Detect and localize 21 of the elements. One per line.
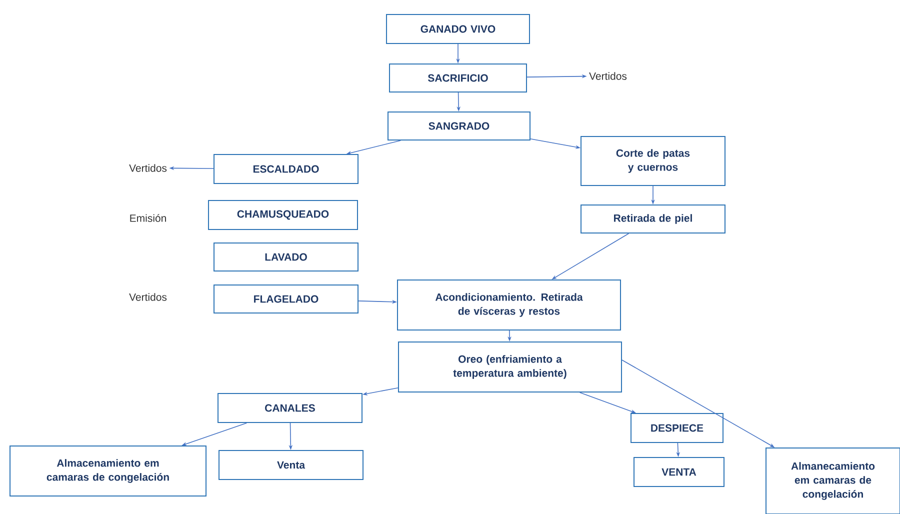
process-box: Corte de patas y cuernos [580,136,726,186]
process-box: DESPIECE [630,413,724,443]
process-box: CANALES [218,393,362,423]
process-box: CHAMUSQUEADO [208,200,358,230]
output-label: Vertidos [589,72,627,80]
process-box: SACRIFICIO [389,64,527,92]
process-box: Oreo (enfriamiento a temperatura ambiente) [398,342,622,392]
side-label: Vertidos [129,293,167,301]
process-box: ESCALDADO [214,154,358,184]
process-box: SANGRADO [388,112,530,140]
process-box: Retirada de piel [580,204,726,234]
output-label: Vertidos [129,164,167,172]
process-box: LAVADO [214,242,358,272]
process-box: GANADO VIVO [386,14,530,44]
process-box: VENTA [634,457,724,487]
process-box: Acondicionamiento. Retirada de vísceras y restos [397,280,621,330]
process-box: Almanecamiento em camaras de congelación [766,448,900,514]
process-box: Almacenamiento em camaras de congelación [10,446,206,496]
process-box: FLAGELADO [214,284,358,314]
side-label: Emisión [130,214,166,222]
process-box: Venta [218,450,364,480]
